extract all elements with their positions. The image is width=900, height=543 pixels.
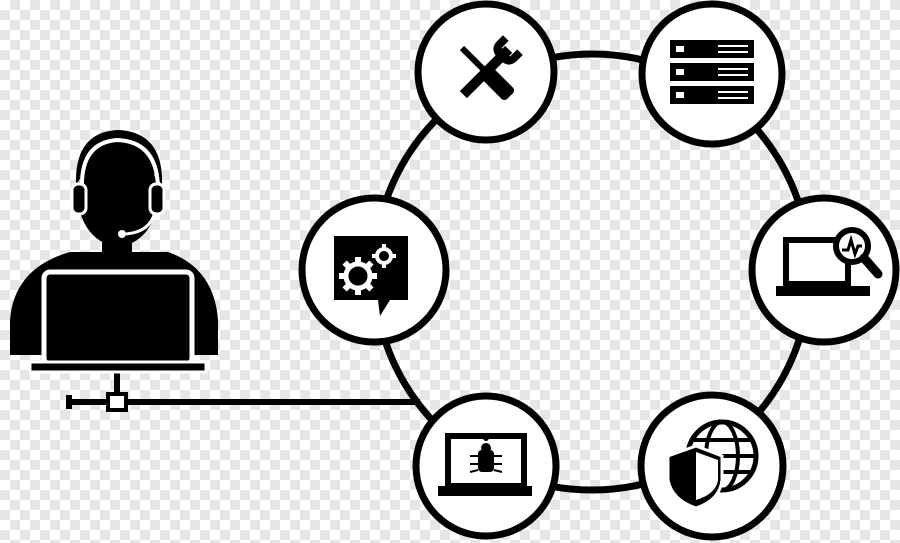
- laptop-bug-icon: [438, 433, 532, 496]
- shield-globe-icon: [666, 419, 759, 510]
- wrench-screwdriver-icon: [459, 35, 523, 101]
- node-tools: [414, 0, 558, 144]
- node-monitoring: [748, 194, 900, 346]
- gear-settings-board-icon: [334, 236, 408, 316]
- laptop-magnifier-analytics-icon: [776, 227, 883, 296]
- support-agent-headset-laptop-icon: [10, 130, 218, 374]
- network-cable-icon: [66, 372, 420, 412]
- node-security: [637, 391, 787, 541]
- server-rack-icon: [670, 40, 754, 104]
- node-debugging: [412, 392, 560, 540]
- node-server: [638, 0, 786, 148]
- node-configuration: [298, 194, 450, 346]
